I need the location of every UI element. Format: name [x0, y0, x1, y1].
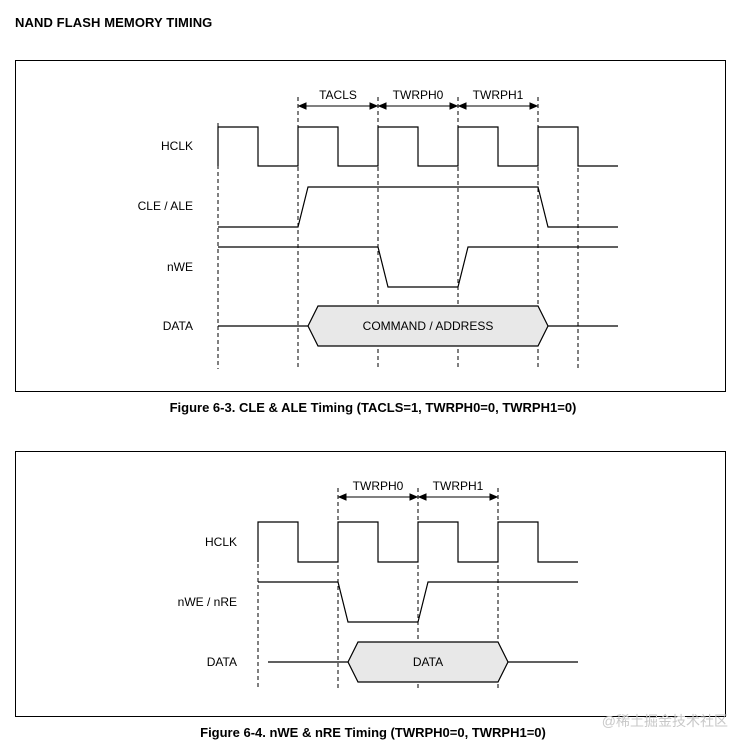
interval-label-tacls: TACLS	[319, 88, 357, 102]
cle-ale-waveform	[218, 186, 618, 228]
nwe-nre-timing-diagram: TWRPH0 TWRPH1 HCLK nWE / nRE DATA DATA	[178, 479, 578, 688]
arrow-head	[457, 102, 467, 110]
page-title: NAND FLASH MEMORY TIMING	[15, 15, 213, 30]
interval-label-twrph1: TWRPH1	[433, 479, 484, 493]
figure-6-3-caption: Figure 6-3. CLE & ALE Timing (TACLS=1, T…	[169, 400, 577, 415]
cle-ale-timing-diagram: TACLS TWRPH0 TWRPH1 HCLK CLE / ALE nWE D…	[138, 88, 618, 369]
watermark: @稀土掘金技术社区	[601, 713, 728, 729]
arrow-head	[377, 102, 387, 110]
interval-label-twrph1: TWRPH1	[473, 88, 524, 102]
signal-label-hclk: HCLK	[205, 535, 237, 549]
arrow-head	[337, 493, 347, 501]
data-bus-label: DATA	[413, 655, 443, 669]
arrow-head	[369, 102, 379, 110]
interval-label-twrph0: TWRPH0	[353, 479, 404, 493]
interval-label-twrph0: TWRPH0	[393, 88, 444, 102]
figure-6-4-caption: Figure 6-4. nWE & nRE Timing (TWRPH0=0, …	[200, 725, 546, 740]
signal-label-hclk: HCLK	[161, 139, 193, 153]
hclk-waveform	[257, 521, 578, 563]
figure-6-4-box: TWRPH0 TWRPH1 HCLK nWE / nRE DATA DATA	[15, 451, 726, 717]
signal-label-nwe: nWE	[167, 260, 193, 274]
figure-6-3-box: TACLS TWRPH0 TWRPH1 HCLK CLE / ALE nWE D…	[15, 60, 726, 392]
signal-label-data: DATA	[207, 655, 237, 669]
arrow-head	[409, 493, 419, 501]
signal-label-nwe-nre: nWE / nRE	[178, 595, 237, 609]
data-bus-hexagon	[347, 641, 509, 683]
hclk-waveform	[217, 126, 618, 167]
signal-label-data: DATA	[163, 319, 193, 333]
arrow-head	[417, 493, 427, 501]
arrow-head	[489, 493, 499, 501]
data-bus-label: COMMAND / ADDRESS	[363, 319, 494, 333]
data-bus-hexagon	[307, 305, 549, 347]
arrow-head	[529, 102, 539, 110]
arrow-head	[297, 102, 307, 110]
signal-label-cle-ale: CLE / ALE	[138, 199, 193, 213]
nwe-nre-waveform	[258, 581, 578, 623]
arrow-head	[449, 102, 459, 110]
nwe-waveform	[218, 246, 618, 288]
